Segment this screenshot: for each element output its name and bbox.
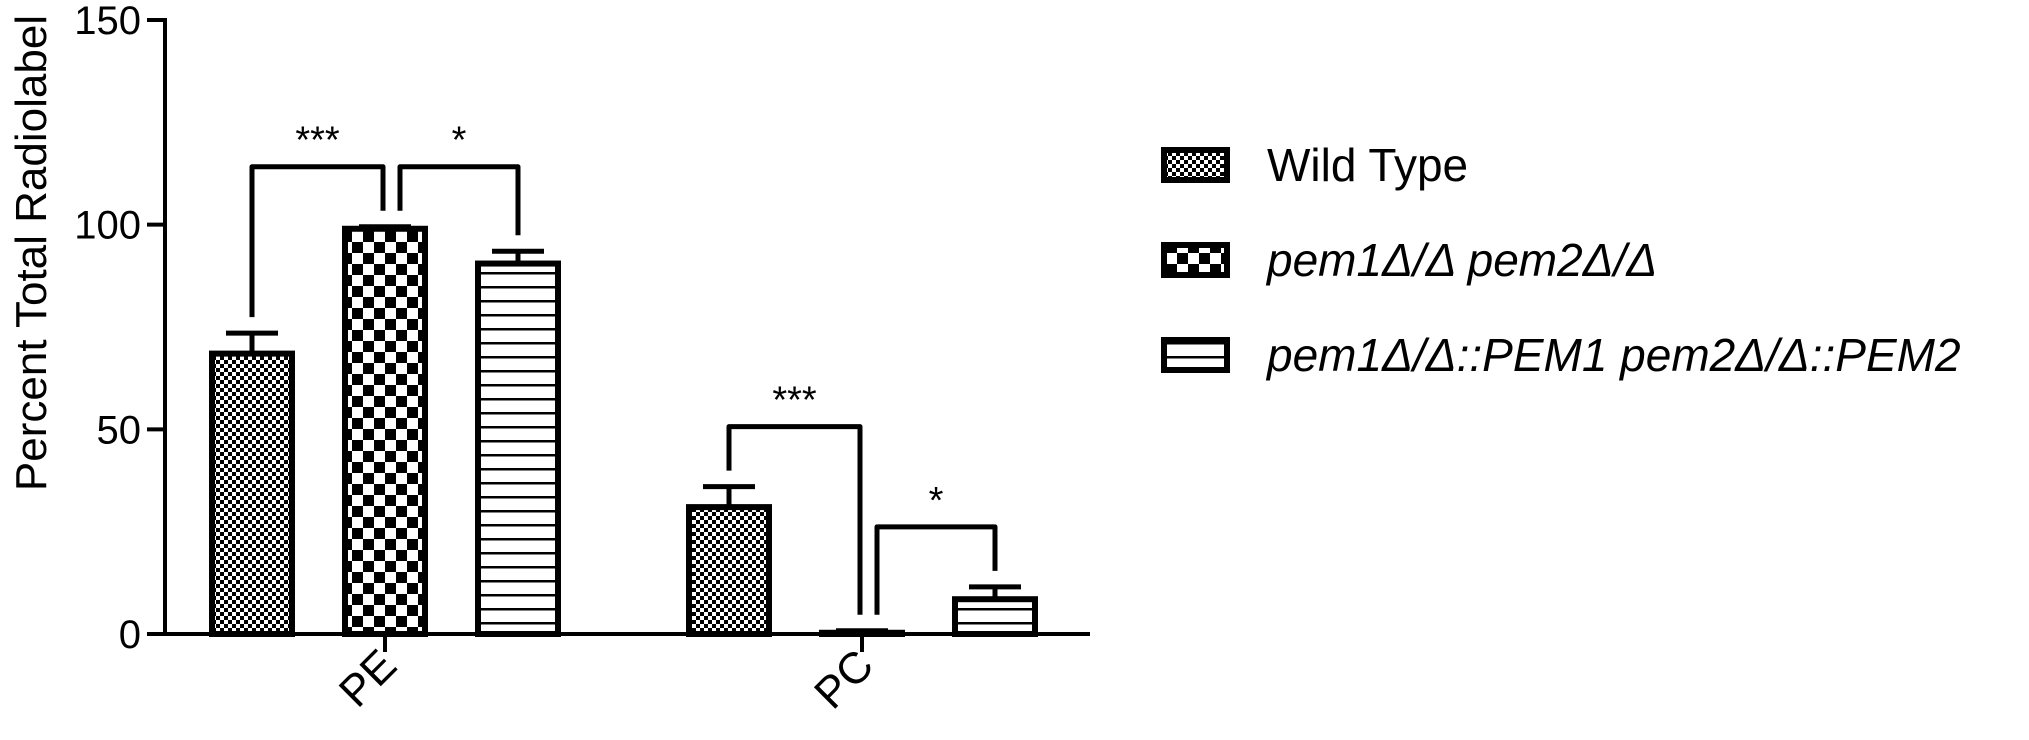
significance-bracket: [397, 164, 521, 236]
y-tick-label: 150: [74, 0, 141, 43]
significance-label: ***: [772, 380, 817, 422]
bar-horizontal-stripes: [475, 260, 561, 637]
significance-bracket: [726, 424, 863, 615]
bar-fine-checker: [686, 504, 772, 637]
y-tick-label: 0: [119, 613, 141, 657]
significance-bracket: [249, 164, 386, 318]
y-axis-label-group: Percent Total Radiolabel: [7, 15, 56, 491]
legend-label: pem1Δ/Δ pem2Δ/Δ: [1265, 234, 1657, 286]
y-tick-label: 100: [74, 204, 141, 248]
legend-label: pem1Δ/Δ::PEM1 pem2Δ/Δ::PEM2: [1265, 329, 1961, 381]
bar-horizontal-stripes: [952, 596, 1038, 637]
significance-brackets: ********: [249, 120, 998, 615]
y-axis-label: Percent Total Radiolabel: [7, 15, 56, 491]
bars: [209, 224, 1038, 637]
legend-swatch-coarse-checker: [1161, 242, 1230, 278]
significance-label: *: [929, 480, 944, 522]
bar-coarse-checker: [342, 225, 428, 637]
y-tick-label: 50: [97, 408, 142, 452]
legend-swatch-fine-checker: [1161, 147, 1230, 183]
legend-swatch-horizontal-stripes: [1161, 337, 1230, 373]
significance-bracket: [874, 524, 998, 615]
significance-label: *: [452, 120, 467, 162]
bar-fine-checker: [209, 350, 295, 637]
x-tick-label: PC: [805, 640, 883, 718]
x-tick-label: PE: [330, 640, 406, 716]
legend-label: Wild Type: [1267, 139, 1468, 191]
significance-label: ***: [295, 120, 340, 162]
